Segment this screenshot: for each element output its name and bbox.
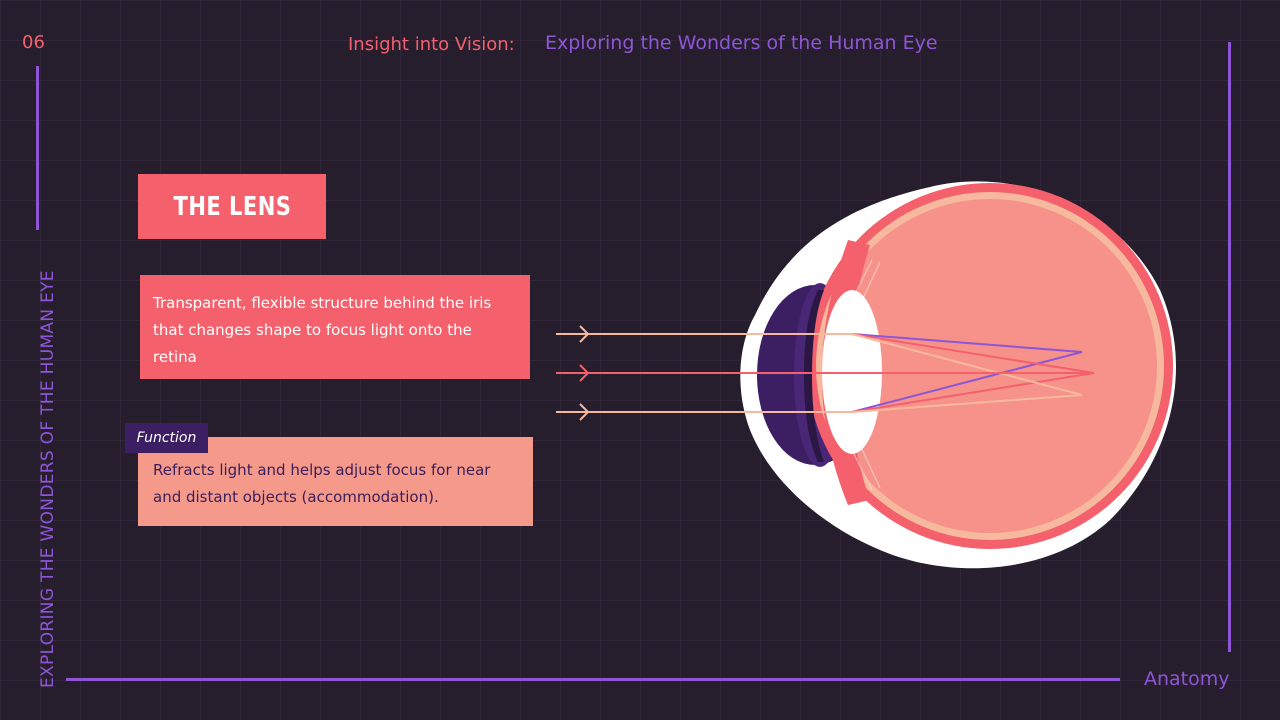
lens-title: THE LENS bbox=[173, 191, 291, 222]
function-tag: Function bbox=[125, 423, 208, 453]
side-label: EXPLORING THE WONDERS OF THE HUMAN EYE bbox=[38, 270, 58, 688]
left-accent-line bbox=[36, 66, 39, 230]
light-rays bbox=[556, 333, 1095, 413]
header-title: Insight into Vision: bbox=[348, 34, 515, 55]
vitreous-body bbox=[823, 199, 1157, 533]
ray-arrows bbox=[579, 325, 590, 421]
right-accent-line bbox=[1228, 42, 1231, 652]
footer-label: Anatomy bbox=[1144, 668, 1230, 690]
title-box: THE LENS bbox=[138, 174, 326, 239]
function-tag-label: Function bbox=[136, 430, 197, 446]
function-box: Refracts light and helps adjust focus fo… bbox=[138, 437, 533, 526]
description-box: Transparent, flexible structure behind t… bbox=[140, 275, 530, 379]
bottom-accent-line bbox=[66, 678, 1120, 681]
slide-number: 06 bbox=[22, 32, 45, 53]
lens-description: Transparent, flexible structure behind t… bbox=[153, 294, 492, 366]
eye-diagram bbox=[556, 181, 1176, 569]
header-subtitle: Exploring the Wonders of the Human Eye bbox=[545, 32, 938, 54]
function-description: Refracts light and helps adjust focus fo… bbox=[153, 461, 491, 506]
